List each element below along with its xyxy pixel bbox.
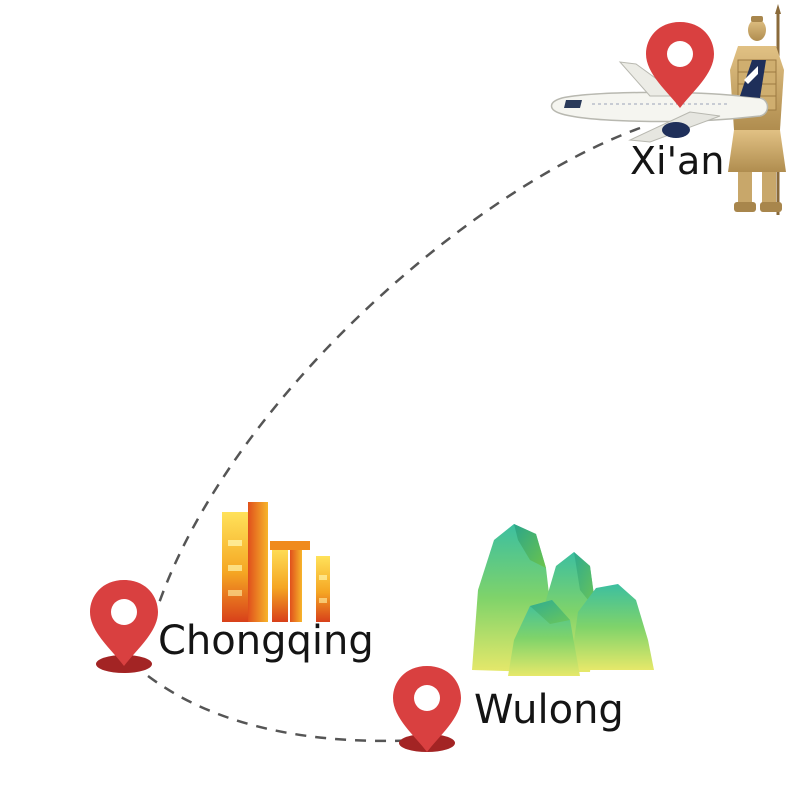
- route-xian-chongqing: [156, 126, 641, 607]
- xian-location-pin-icon[interactable]: [646, 22, 714, 108]
- skyline-buildings-icon: [222, 502, 330, 622]
- wulong-label: Wulong: [474, 687, 624, 733]
- airplane-icon: [550, 60, 769, 143]
- karst-mountains-icon: [472, 524, 654, 676]
- route-chongqing-wulong: [147, 674, 421, 743]
- chongqing-label: Chongqing: [158, 618, 374, 664]
- xian-label: Xi'an: [630, 139, 725, 183]
- wulong-location-pin-icon[interactable]: [393, 666, 461, 752]
- chongqing-location-pin-icon[interactable]: [90, 580, 158, 673]
